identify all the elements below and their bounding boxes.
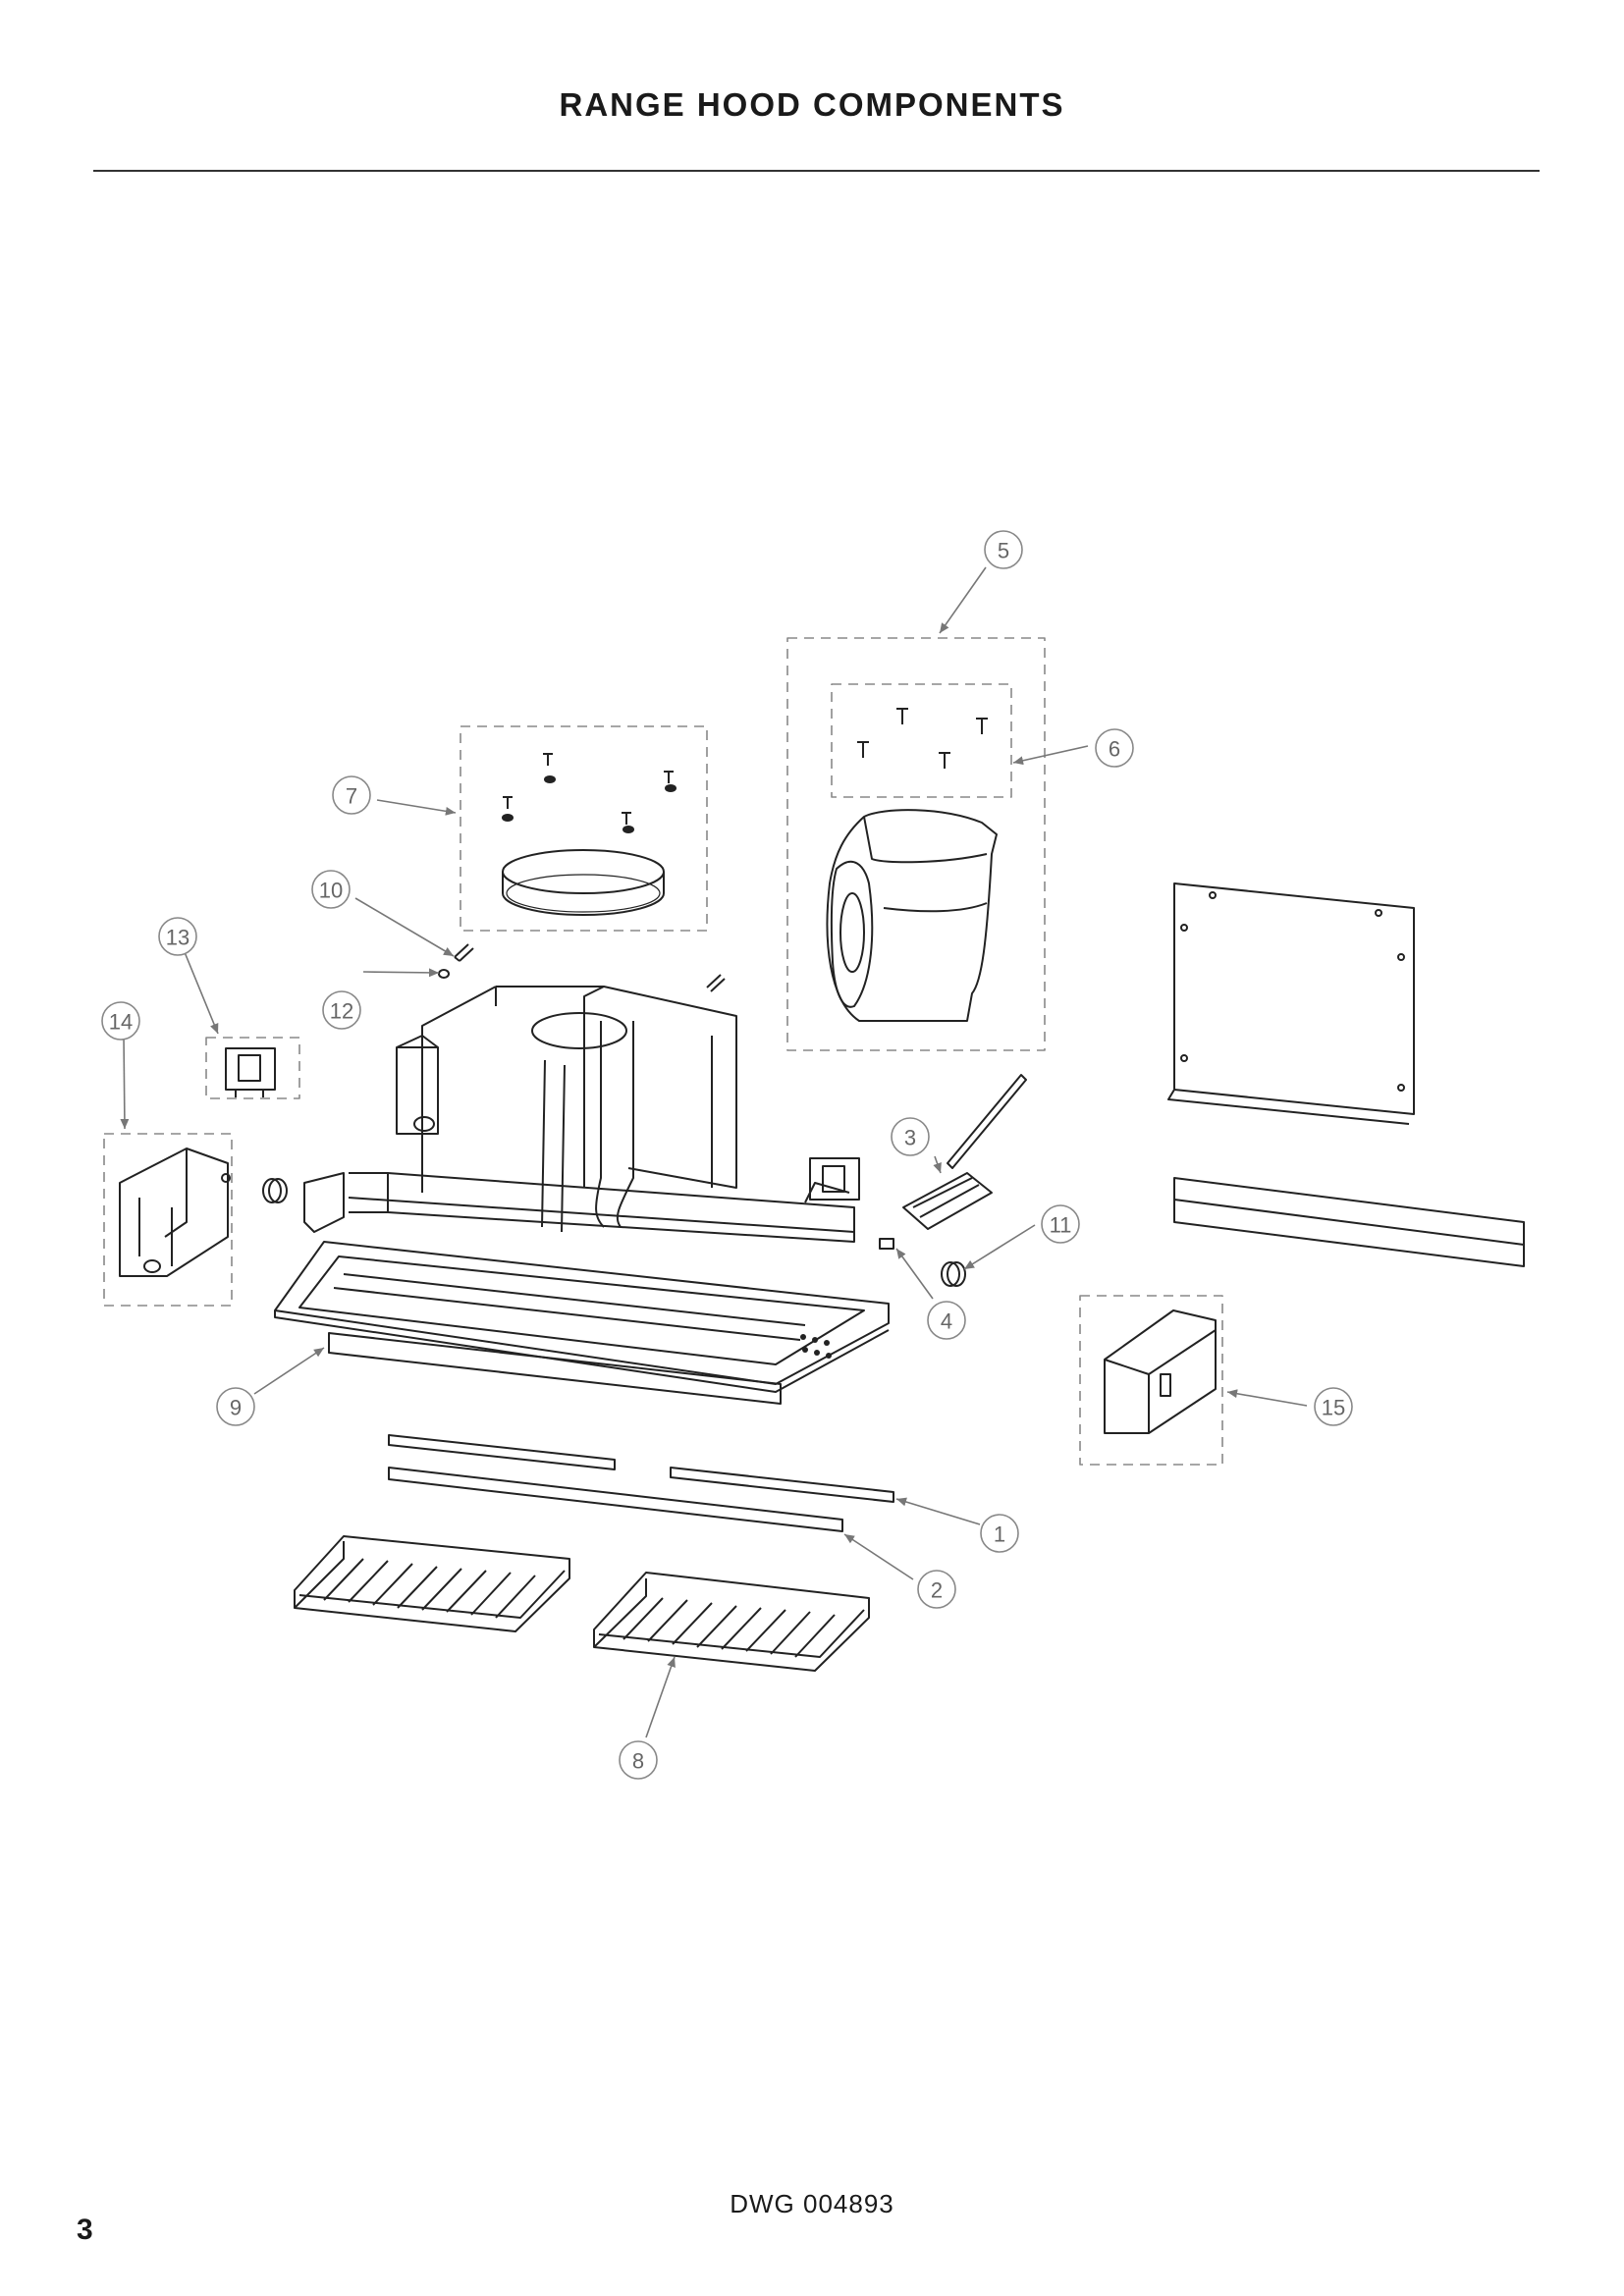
callout-label-14: 14 [109,1010,133,1035]
light-module-part [902,1074,1027,1230]
callout-circle-5 [984,530,1023,569]
side-panel-14 [103,1133,233,1307]
junction-box-15 [1079,1295,1223,1466]
callout-circle-10 [311,870,351,909]
callout-circle-13 [158,917,197,956]
nut-part [438,969,450,979]
drawing-number: DWG 004893 [730,2189,894,2218]
callout-circle-12 [322,990,361,1030]
control-buttons [800,1334,832,1359]
callout-label-9: 9 [230,1396,242,1420]
callout-label-7: 7 [346,784,357,809]
mounting-bracket-right [809,1157,860,1201]
switch-part-4 [879,1238,894,1250]
callout-circle-7 [332,775,371,815]
callout-label-8: 8 [632,1749,644,1774]
blower-assembly-part [786,637,1046,1051]
grommet-part [262,1178,966,1287]
callout-label-10: 10 [319,879,343,903]
callout-label-15: 15 [1322,1396,1345,1420]
front-trim-9 [328,1332,782,1405]
page-title: RANGE HOOD COMPONENTS [559,86,1065,123]
callout-circle-4 [927,1301,966,1340]
rail-assembly [348,1172,855,1243]
duct-ring-part [460,725,708,932]
callout-circle-15 [1314,1387,1353,1426]
filter-strip-2 [388,1467,843,1532]
back-panel-part [1167,882,1415,1125]
callout-label-13: 13 [166,926,189,950]
callout-label-1: 1 [994,1522,1005,1547]
callout-circle-6 [1095,728,1134,768]
canopy-part [274,1241,890,1393]
callout-label-12: 12 [330,999,353,1024]
callout-circle-2 [917,1570,956,1609]
hood-body-part [396,986,737,1233]
callout-circle-11 [1041,1204,1080,1244]
callout-label-6: 6 [1109,737,1120,762]
screw-set-6 [857,708,988,769]
callout-circle-3 [891,1117,930,1156]
flashing-strip-part [1173,1177,1525,1267]
bolt-part [454,943,726,992]
callout-circle-9 [216,1387,255,1426]
leader-lines [120,566,1308,1738]
grease-filter-8 [294,1535,870,1672]
page-number: 3 [77,2214,93,2246]
callout-circle-14 [101,1001,140,1041]
callout-label-5: 5 [998,539,1009,563]
callout-label-4: 4 [941,1309,952,1334]
callout-label-3: 3 [904,1126,916,1150]
callout-circle-1 [980,1514,1019,1553]
mounting-bracket-13 [205,1037,300,1099]
callout-circle-8 [619,1740,658,1780]
callout-label-2: 2 [931,1578,943,1603]
callout-circles [101,530,1353,1780]
filter-strip-1 [388,1434,894,1503]
title-divider [93,170,1540,172]
callout-label-11: 11 [1050,1213,1072,1238]
